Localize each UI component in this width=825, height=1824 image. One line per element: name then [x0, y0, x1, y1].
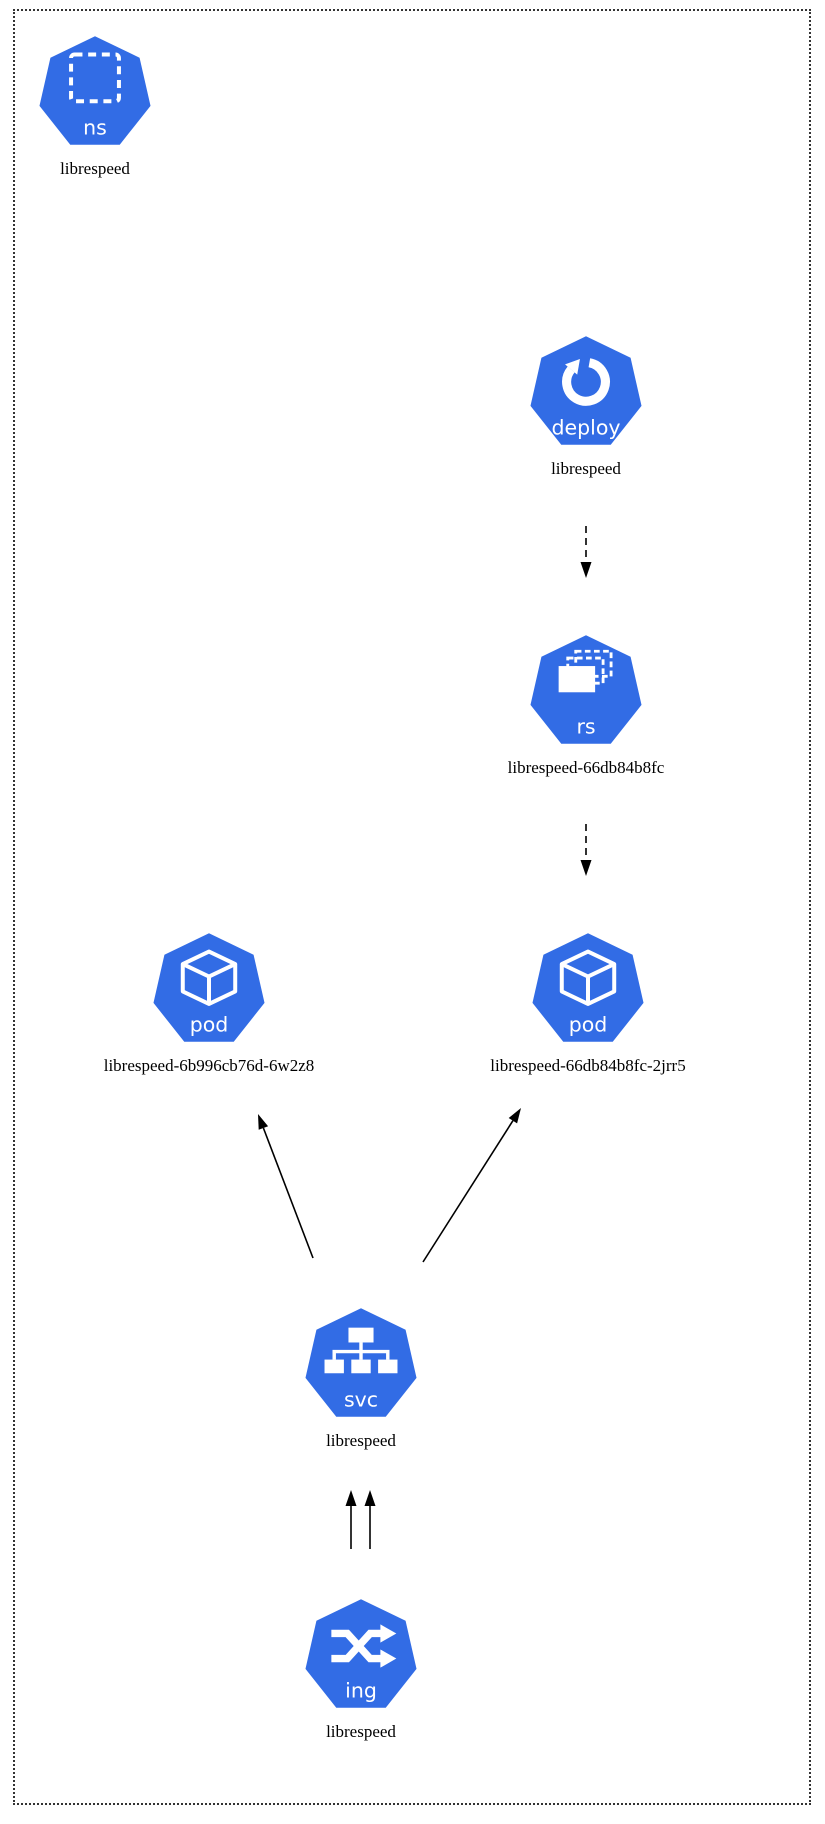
replicaset-kind-label: rs [576, 714, 595, 738]
node-replicaset: rs librespeed-66db84b8fc [446, 635, 726, 778]
node-label-replicaset: librespeed-66db84b8fc [507, 758, 665, 777]
node-label-pod-right: librespeed-66db84b8fc-2jrr5 [490, 1056, 686, 1075]
namespace-cluster-border [13, 9, 811, 1805]
pod-kind-label: pod [190, 1012, 229, 1036]
replicaset-icon: rs [530, 635, 642, 744]
node-label-namespace: librespeed [60, 159, 130, 178]
node-label-deployment: librespeed [551, 459, 621, 478]
deployment-icon: deploy [530, 336, 642, 445]
node-pod-left: pod librespeed-6b996cb76d-6w2z8 [69, 933, 349, 1076]
node-service: svc librespeed [221, 1308, 501, 1451]
service-icon: svc [305, 1308, 417, 1417]
node-label-service: librespeed [326, 1431, 396, 1450]
deployment-kind-label: deploy [551, 415, 620, 439]
service-kind-label: svc [344, 1387, 378, 1411]
pod-icon: pod [153, 933, 265, 1042]
ingress-icon: ing [305, 1599, 417, 1708]
node-label-ingress: librespeed [326, 1722, 396, 1741]
pod-kind-label: pod [569, 1012, 608, 1036]
namespace-kind-label: ns [83, 115, 107, 139]
ingress-kind-label: ing [345, 1678, 377, 1702]
node-pod-right: pod librespeed-66db84b8fc-2jrr5 [448, 933, 728, 1076]
node-label-pod-left: librespeed-6b996cb76d-6w2z8 [103, 1056, 315, 1075]
node-deployment: deploy librespeed [446, 336, 726, 479]
namespace-icon: ns [39, 36, 151, 145]
pod-icon: pod [532, 933, 644, 1042]
node-namespace: ns librespeed [0, 36, 235, 179]
node-ingress: ing librespeed [221, 1599, 501, 1742]
